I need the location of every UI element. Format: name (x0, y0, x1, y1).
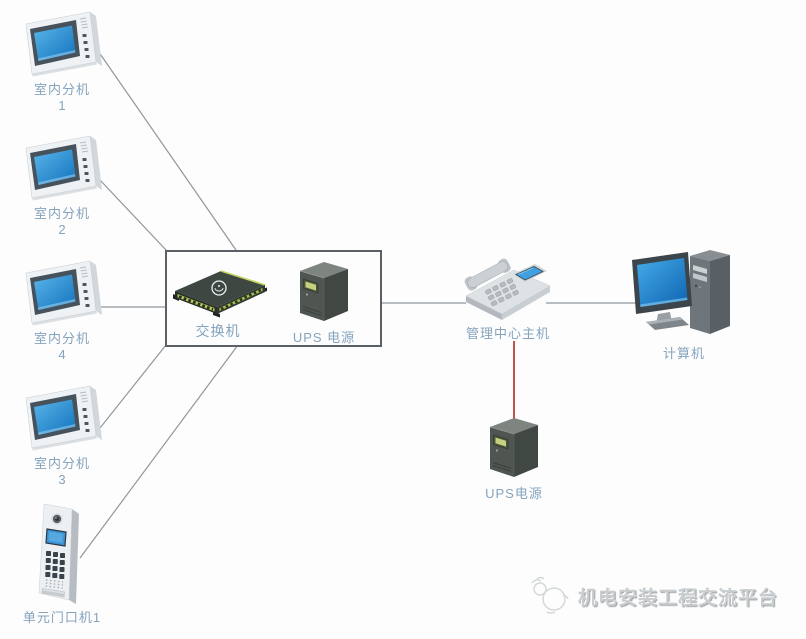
node-label: 室内分机 (33, 82, 90, 97)
wire-unit1-box (95, 47, 237, 251)
watermark-text: 机电安装工程交流平台 (578, 587, 779, 609)
node-ups-secondary: UPS电源 (478, 410, 550, 502)
network-switch-icon (163, 263, 273, 321)
ups-tower-icon (478, 410, 550, 484)
sketch-mascot-logo-icon (527, 575, 573, 617)
node-switch: 交换机 (163, 263, 273, 341)
wire-unit3-box (99, 344, 167, 429)
node-label: 交换机 (195, 323, 241, 339)
node-label: 单元门口机1 (22, 610, 102, 625)
node-indoor-unit-3: 室内分机 3 (14, 378, 110, 488)
node-number: 1 (58, 98, 66, 114)
indoor-monitor-icon (14, 128, 110, 204)
desk-phone-icon (458, 250, 558, 324)
node-ups-main: UPS 电源 (288, 254, 360, 346)
node-indoor-unit-2: 室内分机 2 (14, 128, 110, 238)
indoor-monitor-icon (14, 4, 110, 80)
node-label: 室内分机 (33, 206, 90, 221)
node-number: 2 (58, 222, 66, 238)
node-number: 4 (58, 347, 66, 363)
watermark: 机电安装工程交流平台 (527, 575, 778, 617)
node-number: 3 (58, 472, 66, 488)
node-management-host: 管理中心主机 (458, 250, 558, 342)
node-door-station: 单元门口机1 (23, 498, 100, 626)
node-computer: 计算机 (628, 246, 740, 362)
node-label: UPS 电源 (292, 330, 356, 345)
door-station-icon (30, 498, 94, 608)
node-indoor-unit-1: 室内分机 1 (14, 4, 110, 114)
ups-tower-icon (288, 254, 360, 328)
node-label: UPS电源 (485, 486, 543, 501)
node-indoor-unit-4: 室内分机 4 (14, 253, 110, 363)
indoor-monitor-icon (14, 378, 110, 454)
indoor-monitor-icon (14, 253, 110, 329)
desktop-computer-icon (628, 246, 740, 344)
node-label: 计算机 (662, 346, 705, 361)
node-label: 室内分机 (33, 331, 90, 346)
wire-unit2-box (99, 179, 167, 251)
node-label: 室内分机 (33, 456, 90, 471)
equipment-group-box (165, 250, 382, 347)
wire-door-box (79, 344, 239, 559)
node-label: 管理中心主机 (465, 326, 550, 341)
